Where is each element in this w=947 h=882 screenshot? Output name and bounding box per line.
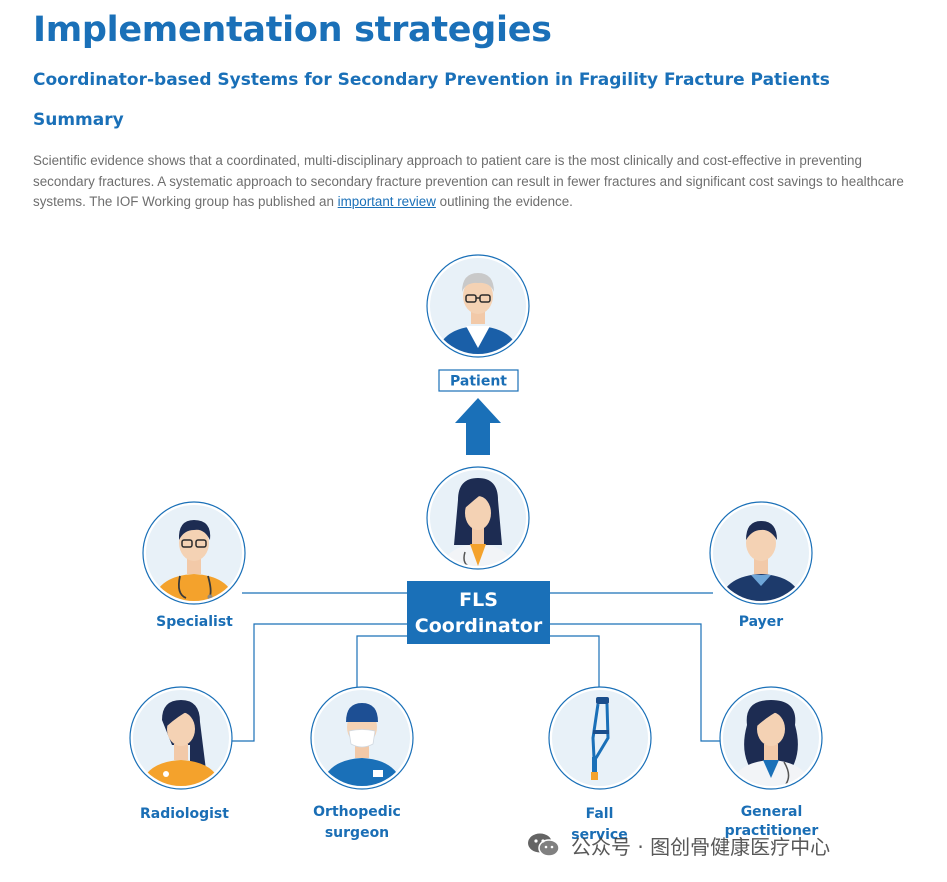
important-review-link[interactable]: important review <box>337 194 436 209</box>
connector-fall <box>550 635 600 690</box>
coordinator-label-line2: Coordinator <box>415 615 543 637</box>
connector-lines <box>229 592 723 742</box>
general-practitioner-node: General practitioner <box>719 686 823 839</box>
patient-node: Patient <box>426 254 530 392</box>
connector-orthopedic <box>356 635 407 690</box>
payer-node: Payer <box>709 501 813 630</box>
summary-text-end: outlining the evidence. <box>435 194 573 209</box>
page-title: Implementation strategies <box>33 10 552 50</box>
gp-label-line2: practitioner <box>725 823 819 839</box>
crutch-icon <box>591 697 610 780</box>
page-subtitle: Coordinator-based Systems for Secondary … <box>33 70 830 90</box>
watermark-text: 公众号 · 图创骨健康医疗中心 <box>571 834 831 859</box>
orthopedic-label-line1: Orthopedic <box>313 804 401 820</box>
fall-label-line2: service <box>571 827 627 843</box>
gp-label-line1: General <box>741 804 803 820</box>
general-practitioner-avatar-icon <box>729 700 813 786</box>
radiologist-node: Radiologist <box>129 686 233 822</box>
summary-heading: Summary <box>33 110 124 130</box>
payer-label: Payer <box>739 614 784 630</box>
summary-paragraph: Scientific evidence shows that a coordin… <box>33 151 913 213</box>
coordinator-label-line1: FLS <box>459 589 498 611</box>
wechat-icon <box>528 833 560 857</box>
arrow-up-icon <box>455 398 501 455</box>
radiologist-label: Radiologist <box>140 806 229 822</box>
specialist-label: Specialist <box>156 614 233 630</box>
patient-label: Patient <box>450 374 507 390</box>
fall-service-node: Fall service <box>548 686 652 843</box>
summary-text-start: Scientific evidence shows that a coordin… <box>33 153 904 209</box>
connector-gp <box>550 623 723 742</box>
coordinator-node <box>426 466 530 570</box>
wechat-watermark: 公众号 · 图创骨健康医疗中心 <box>527 830 830 860</box>
fall-label-line1: Fall <box>586 806 614 822</box>
connector-radiologist <box>229 623 407 742</box>
specialist-node: Specialist <box>142 501 246 630</box>
orthopedic-label-line2: surgeon <box>325 825 389 841</box>
nurse-coordinator-avatar-icon <box>440 478 516 566</box>
radiologist-avatar-icon <box>139 700 223 786</box>
fls-coordinator-box: FLS Coordinator <box>407 581 550 644</box>
orthopedic-surgeon-node: Orthopedic surgeon <box>310 686 414 841</box>
